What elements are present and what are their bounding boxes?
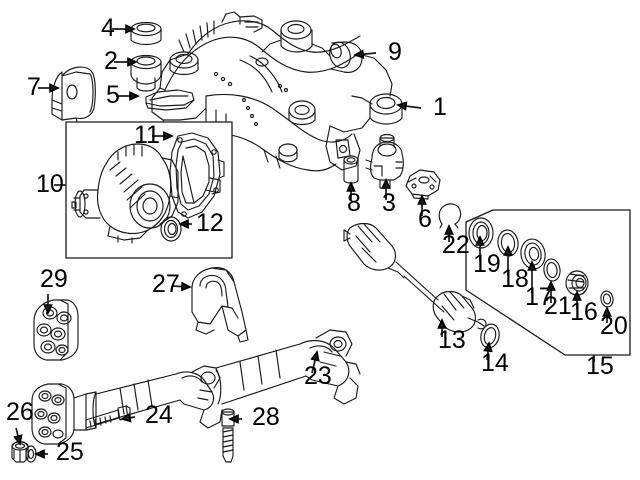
callout-label-3[interactable]: 3 <box>382 189 396 217</box>
leader-arrowhead-23 <box>310 350 320 362</box>
leader-arrowhead-4 <box>125 24 136 34</box>
callout-label-5[interactable]: 5 <box>106 81 120 109</box>
leader-arrowhead-6 <box>417 194 427 205</box>
part-23-drive-shaft <box>31 329 361 445</box>
part-12-oil-seal <box>160 216 182 242</box>
leader-arrowhead-18 <box>503 245 513 256</box>
callout-label-1[interactable]: 1 <box>433 93 447 121</box>
leader-arrowhead-21 <box>546 280 556 291</box>
rear-subframe-crossmember <box>151 11 403 172</box>
callout-leader-lines <box>13 24 612 459</box>
callout-label-7[interactable]: 7 <box>27 73 41 101</box>
leader-arrowhead-1 <box>396 101 408 111</box>
leader-arrowhead-27 <box>180 281 192 292</box>
part-11-differential-cover <box>169 132 225 219</box>
leader-arrowhead-5 <box>129 91 140 101</box>
callout-label-9[interactable]: 9 <box>388 38 402 66</box>
callout-label-29[interactable]: 29 <box>40 265 68 293</box>
leader-arrowhead-24 <box>120 412 132 423</box>
part-3-differential-mount <box>365 133 404 189</box>
callout-label-15[interactable]: 15 <box>586 352 614 380</box>
callout-label-19[interactable]: 19 <box>473 250 501 278</box>
leader-arrowhead-14 <box>483 341 493 353</box>
leader-arrowhead-9 <box>353 49 365 59</box>
leader-arrowhead-8 <box>346 181 356 192</box>
callout-label-27[interactable]: 27 <box>152 270 180 298</box>
callout-label-6[interactable]: 6 <box>418 205 432 233</box>
part-27-center-bearing-support <box>191 267 249 343</box>
callout-label-23[interactable]: 23 <box>304 362 332 390</box>
callout-label-10[interactable]: 10 <box>36 170 64 198</box>
callout-label-8[interactable]: 8 <box>347 189 361 217</box>
leader-arrowhead-17 <box>527 260 537 271</box>
callout-label-22[interactable]: 22 <box>442 231 470 259</box>
leader-arrowhead-20 <box>602 306 612 317</box>
part-13-axle-shaft <box>343 222 487 333</box>
differential-housing <box>71 143 179 244</box>
callout-label-18[interactable]: 18 <box>501 265 529 293</box>
group-15-polygon <box>465 209 631 356</box>
callout-label-11[interactable]: 11 <box>134 121 160 149</box>
callout-label-17[interactable]: 17 <box>525 283 553 311</box>
callout-label-20[interactable]: 20 <box>600 312 628 340</box>
callout-label-14[interactable]: 14 <box>481 349 509 377</box>
callout-label-13[interactable]: 13 <box>438 326 466 354</box>
leader-arrowhead-29 <box>43 304 53 315</box>
leader-arrowhead-13 <box>437 318 447 329</box>
part-22-circlip <box>438 203 462 229</box>
callout-label-24[interactable]: 24 <box>145 401 173 429</box>
leader-arrowhead-11 <box>163 131 174 141</box>
callout-label-12[interactable]: 12 <box>196 209 224 237</box>
leader-arrowhead-7 <box>49 83 60 93</box>
leader-arrowhead-3 <box>381 178 391 189</box>
callout-label-4[interactable]: 4 <box>101 14 115 42</box>
part-28-bolt-long <box>221 408 235 463</box>
part-5-wedge-plate <box>145 89 195 111</box>
part-21-boot-small <box>543 258 561 282</box>
leader-arrowhead-19 <box>475 235 485 246</box>
part-20-small-clamp <box>600 290 614 308</box>
callout-label-21[interactable]: 21 <box>544 292 572 320</box>
part-16-cv-joint <box>565 270 589 296</box>
leader-arrowhead-25 <box>34 449 45 459</box>
callout-label-26[interactable]: 26 <box>6 398 34 426</box>
leader-arrowhead-28 <box>228 414 239 424</box>
leader-arrowhead-26 <box>13 434 23 446</box>
leader-arrowhead-2 <box>127 57 138 67</box>
leader-arrowhead-16 <box>572 290 582 301</box>
callout-label-25[interactable]: 25 <box>56 438 84 466</box>
callout-label-16[interactable]: 16 <box>570 298 598 326</box>
callout-label-28[interactable]: 28 <box>252 403 280 431</box>
callout-label-2[interactable]: 2 <box>104 47 118 75</box>
leader-arrowhead-12 <box>178 219 189 229</box>
leader-arrowhead-22 <box>444 224 454 235</box>
